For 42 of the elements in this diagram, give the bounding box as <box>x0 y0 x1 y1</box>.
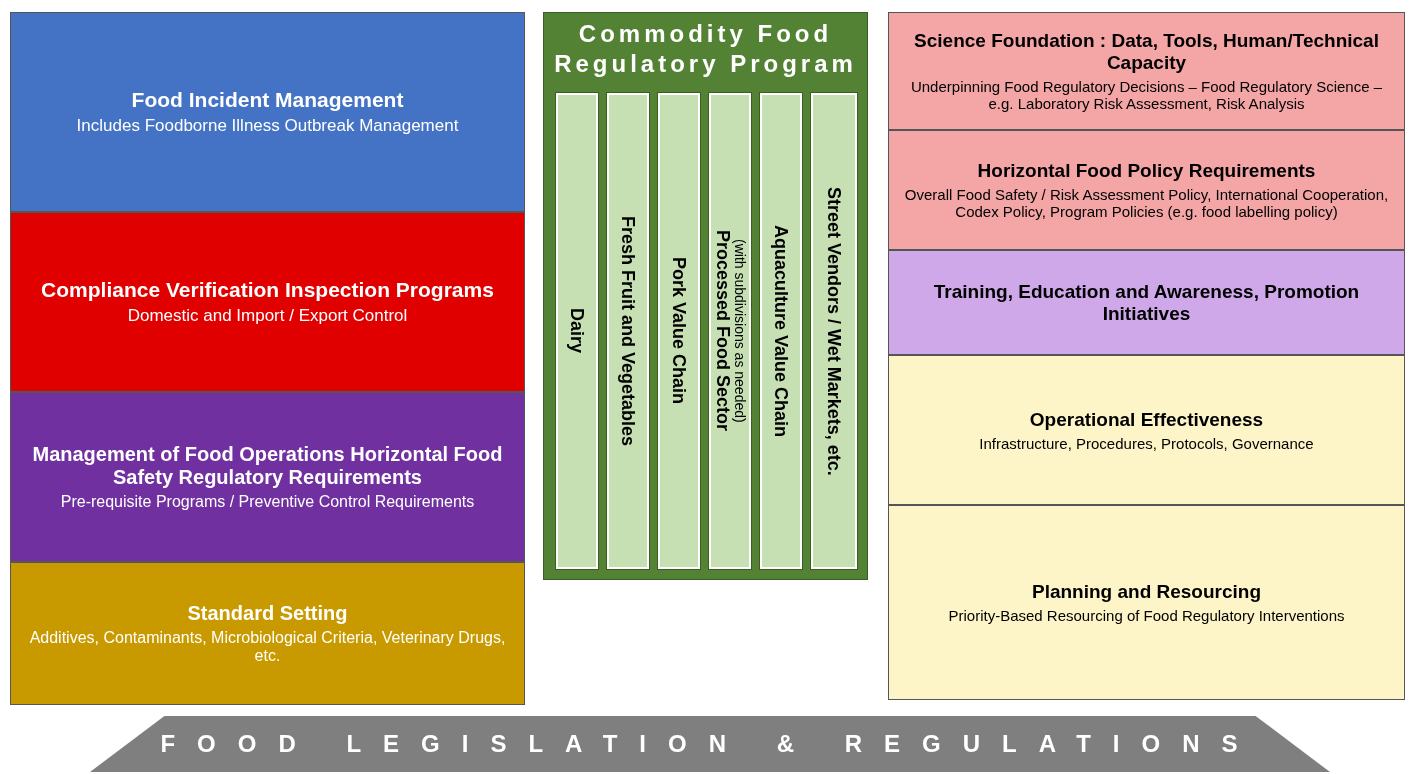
heading-text: Commodity Food Regulatory Program <box>553 19 858 79</box>
layer-band <box>888 250 1405 355</box>
column-bar <box>811 93 857 569</box>
heading-text: Street Vendors / Wet Markets, etc. <box>824 186 844 476</box>
layer-band <box>10 562 525 705</box>
description-text: Overall Food Safety / Risk Assessment Policy, International Cooperation, Codex Policy, Program Policies (e.g. food labelling policy) <box>903 186 1390 220</box>
heading-text: Horizontal Food Policy Requirements <box>977 160 1316 182</box>
column-bar <box>607 93 649 569</box>
layer-band <box>888 355 1405 505</box>
layer-band <box>888 505 1405 700</box>
description-text: Domestic and Import / Export Control <box>127 306 408 326</box>
layer-band <box>888 12 1405 130</box>
heading-text: Pork Value Chain <box>669 257 689 405</box>
heading-text: Planning and Resourcing <box>1031 581 1262 603</box>
heading-text: Training, Education and Awareness, Promotion Initiatives <box>932 280 1361 325</box>
layer-band <box>10 392 525 562</box>
description-text: Pre-requisite Programs / Preventive Control Requirements <box>60 493 475 511</box>
heading-text: Science Foundation : Data, Tools, Human/Technical Capacity <box>913 30 1380 74</box>
description-text: Infrastructure, Procedures, Protocols, Governance <box>979 434 1314 452</box>
program-panel <box>543 12 868 580</box>
description-text: Additives, Contaminants, Microbiological Criteria, Veterinary Drugs, etc. <box>28 629 507 665</box>
heading-text: Dairy <box>567 308 587 354</box>
description-text: Priority-Based Resourcing of Food Regulatory Interventions <box>948 607 1345 624</box>
layer-band <box>10 212 525 392</box>
heading-text: Fresh Fruit and Vegetables <box>618 215 638 447</box>
column-bar <box>760 93 802 569</box>
column-bar <box>556 93 598 569</box>
description-text: Includes Foodborne Illness Outbreak Management <box>76 116 459 136</box>
heading-text: Aquaculture Value Chain <box>771 224 791 437</box>
description-text: Underpinning Food Regulatory Decisions – Food Regulatory Science – e.g. Laboratory Risk Assessment, Risk Analysis <box>909 78 1384 112</box>
heading-text: Standard Setting <box>187 602 348 625</box>
column-bar <box>709 93 751 569</box>
layer-band <box>10 12 525 212</box>
heading-text: Compliance Verification Inspection Programs <box>41 278 494 302</box>
heading-text: Management of Food Operations Horizontal Food Safety Regulatory Requirements <box>31 443 504 489</box>
heading-text: Operational Effectiveness <box>1029 408 1264 431</box>
heading-text: Processed Food Sector <box>713 230 733 432</box>
heading-text: FOOD LEGISLATION & REGULATIONS <box>160 730 1260 758</box>
layer-band <box>888 130 1405 250</box>
description-text: (with subdivisions as needed) <box>732 239 747 423</box>
heading-text: Food Incident Management <box>131 88 404 112</box>
column-bar <box>658 93 700 569</box>
